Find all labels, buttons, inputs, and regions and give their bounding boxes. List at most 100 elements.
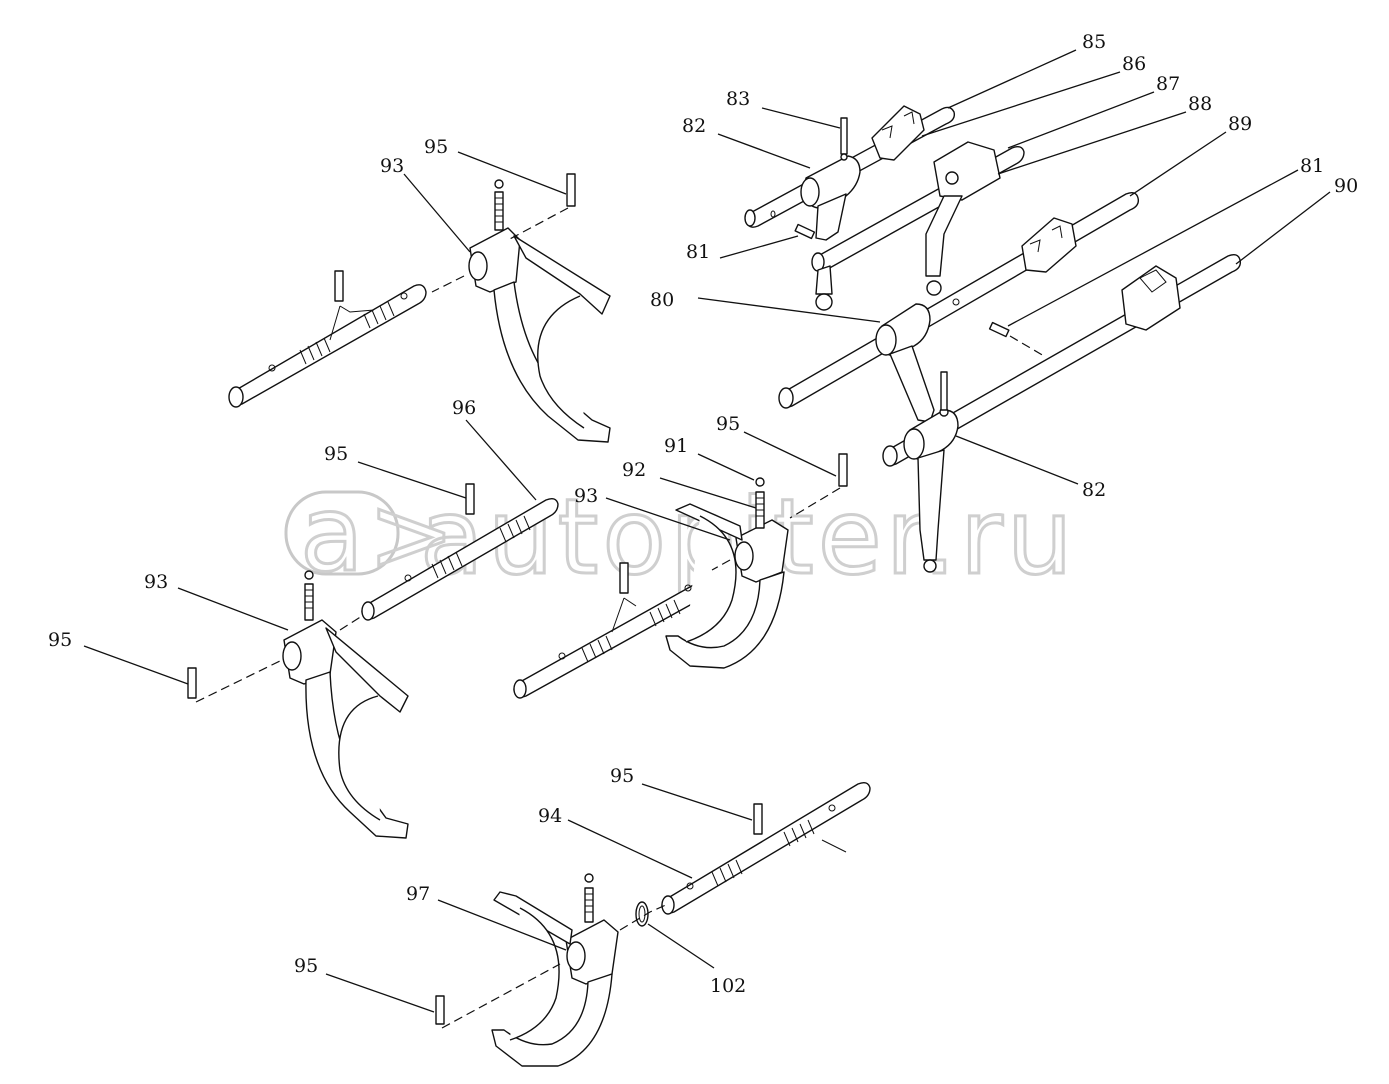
- bracket-86: [871, 105, 925, 161]
- callout-81: 81: [1300, 155, 1324, 177]
- shaft-pin: [334, 270, 344, 302]
- shaft-hole: [828, 804, 836, 812]
- detent-ball-91: [755, 477, 765, 487]
- callout-94: 94: [538, 805, 562, 827]
- leader-97: [437, 899, 567, 951]
- leader-91: [697, 453, 755, 481]
- middle-left-shaft-fork: [187, 483, 559, 839]
- rail-hole: [770, 210, 776, 218]
- leader-82-lower: [955, 435, 1079, 485]
- shaft-hole: [686, 882, 694, 890]
- rail-88-ball: [815, 293, 833, 311]
- leader-102: [647, 923, 715, 969]
- fork-hub-bore: [566, 941, 586, 971]
- fork-93-upper-arm: [513, 235, 611, 315]
- shaft-pin: [619, 562, 629, 594]
- callout-102: 102: [710, 975, 746, 997]
- callout-95: 95: [294, 955, 318, 977]
- pin-95-axis: [431, 207, 569, 293]
- middle-right-shaft-fork: [513, 453, 848, 699]
- bracket-notch: [1029, 225, 1063, 253]
- rail-end: [882, 445, 898, 467]
- fork-leg-ball: [923, 559, 937, 573]
- rail-hole: [952, 298, 960, 306]
- collar-face: [903, 428, 925, 460]
- shaft-hole: [268, 364, 276, 372]
- pin-95-bottom-left: [435, 995, 445, 1025]
- shaft-grooves: [711, 819, 815, 887]
- pin-82: [940, 371, 948, 411]
- fork-93-middle-arm: [325, 627, 409, 713]
- leader-95-top: [457, 151, 567, 195]
- callout-95: 95: [424, 136, 448, 158]
- shaft-end: [513, 679, 527, 699]
- leader-81-lower: [1007, 169, 1299, 327]
- rail-88-stem: [815, 265, 833, 295]
- pin-95-left: [187, 667, 197, 699]
- top-right-rail-assembly: [744, 105, 1242, 573]
- leader-90: [1235, 191, 1331, 265]
- callout-93: 93: [574, 485, 598, 507]
- callout-90: 90: [1334, 175, 1358, 197]
- rail-end: [744, 209, 756, 227]
- pin-83: [840, 117, 848, 155]
- pin-81-upper: [794, 223, 816, 240]
- shaft-hole: [558, 652, 566, 660]
- leader-83: [761, 107, 841, 129]
- shaft-hole: [684, 584, 692, 592]
- snap-ring-102: [635, 901, 649, 927]
- watermark-logo-frame: [284, 490, 400, 576]
- callout-85: 85: [1082, 31, 1106, 53]
- leader-lines: [83, 49, 1331, 1013]
- fork-93-right-claw: [665, 571, 785, 669]
- bracket-90: [1121, 265, 1181, 331]
- leader-87: [1007, 91, 1155, 149]
- fork-97-claw: [491, 973, 613, 1067]
- callout-95: 95: [324, 443, 348, 465]
- detent-ball: [584, 873, 594, 883]
- callout-92: 92: [622, 459, 646, 481]
- callout-88: 88: [1188, 93, 1212, 115]
- leader-96: [465, 419, 537, 501]
- leader-86: [921, 71, 1121, 137]
- fork-97-inner: [509, 907, 560, 1041]
- leader-93-top: [403, 173, 471, 253]
- callout-89: 89: [1228, 113, 1252, 135]
- fork-93-upper-inner: [537, 295, 585, 429]
- leader-89: [1129, 131, 1227, 197]
- leader-95-mid-left: [357, 461, 467, 499]
- shaft-upper-left: [229, 284, 427, 406]
- leader-88: [997, 111, 1187, 175]
- callout-87: 87: [1156, 73, 1180, 95]
- leader-93-right: [605, 497, 731, 541]
- callout-95: 95: [716, 413, 740, 435]
- leader-95-bottom-left: [325, 973, 435, 1013]
- shaft-hole: [404, 574, 412, 582]
- leader-94: [567, 819, 693, 879]
- shaft-hole: [400, 292, 408, 300]
- callout-95: 95: [48, 629, 72, 651]
- pin-95-right: [838, 453, 848, 487]
- spring-coils: [305, 589, 313, 609]
- pin-95-bottom: [753, 803, 763, 835]
- fork-93-upper-claw: [493, 281, 611, 443]
- detent-ball: [304, 570, 314, 580]
- leader-92: [659, 477, 757, 509]
- rail-end: [778, 387, 794, 409]
- pin-leader: [329, 305, 375, 341]
- bottom-shaft-fork: [435, 781, 871, 1067]
- bracket-89: [1021, 217, 1077, 273]
- fork-hub-bore: [468, 251, 488, 281]
- leader-93-left: [177, 587, 289, 631]
- callout-95: 95: [610, 765, 634, 787]
- callout-96: 96: [452, 397, 476, 419]
- fork-leg-87: [925, 195, 963, 277]
- bracket-notch: [881, 111, 915, 139]
- fork-93-middle-claw: [305, 671, 409, 839]
- fork-93-right-inner: [685, 515, 737, 643]
- callout-83: 83: [726, 88, 750, 110]
- callout-93: 93: [380, 155, 404, 177]
- bracket-notch: [1139, 269, 1167, 293]
- shaft-grooves: [299, 301, 395, 365]
